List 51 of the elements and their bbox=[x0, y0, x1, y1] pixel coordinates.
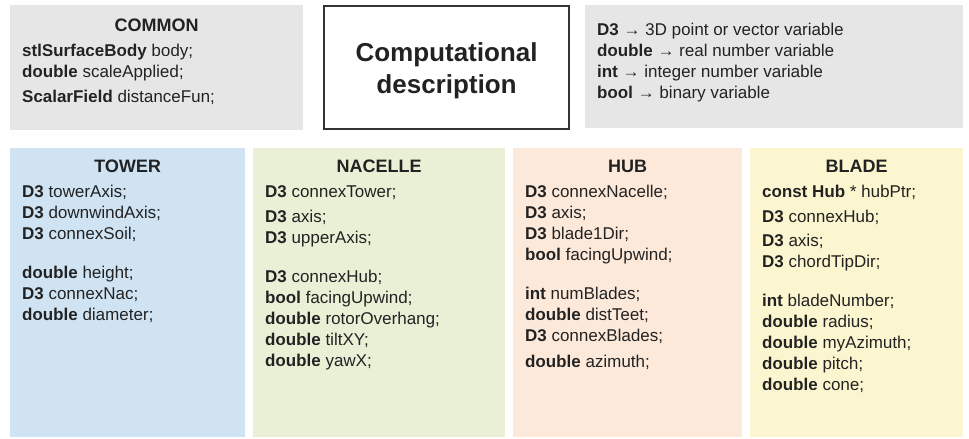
variable-declaration: double height; bbox=[22, 262, 134, 283]
section-heading: COMMON bbox=[114, 15, 200, 36]
variable-declaration: double pitch; bbox=[762, 353, 864, 374]
variable-declaration: D3 axis; bbox=[265, 206, 328, 227]
variable-declaration: double cone; bbox=[762, 374, 866, 395]
variable-declaration: D3 connexBlades; bbox=[525, 325, 664, 346]
section-panel bbox=[750, 148, 963, 437]
type-definition: bool → binary variable bbox=[597, 82, 771, 103]
variable-declaration: D3 connexHub; bbox=[762, 206, 880, 227]
variable-declaration: int numBlades; bbox=[525, 283, 642, 304]
variable-declaration: D3 blade1Dir; bbox=[525, 223, 630, 244]
section-panel bbox=[585, 5, 963, 128]
node-label: Computational description bbox=[354, 36, 538, 100]
section-heading: BLADE bbox=[824, 156, 888, 177]
type-definition: D3 → 3D point or vector variable bbox=[597, 19, 845, 40]
variable-declaration: double tiltXY; bbox=[265, 329, 370, 350]
variable-declaration: D3 upperAxis; bbox=[265, 227, 373, 248]
title-box bbox=[323, 5, 570, 130]
variable-declaration: D3 connexHub; bbox=[265, 266, 384, 287]
variable-declaration: ScalarField distanceFun; bbox=[22, 86, 216, 107]
variable-declaration: bool facingUpwind; bbox=[265, 287, 414, 308]
variable-declaration: double distTeet; bbox=[525, 304, 650, 325]
variable-declaration: int bladeNumber; bbox=[762, 290, 896, 311]
section-heading: TOWER bbox=[93, 156, 162, 177]
section-panel bbox=[10, 148, 245, 437]
variable-declaration: D3 axis; bbox=[525, 202, 588, 223]
variable-declaration: double rotorOverhang; bbox=[265, 308, 441, 329]
variable-declaration: stlSurfaceBody body; bbox=[22, 40, 194, 61]
section-panel bbox=[10, 5, 303, 130]
variable-declaration: double radius; bbox=[762, 311, 874, 332]
type-definition: int → integer number variable bbox=[597, 61, 824, 82]
variable-declaration: D3 chordTipDir; bbox=[762, 251, 882, 272]
variable-declaration: double azimuth; bbox=[525, 351, 651, 372]
variable-declaration: double diameter; bbox=[22, 304, 154, 325]
type-definition: double → real number variable bbox=[597, 40, 836, 61]
variable-declaration: D3 towerAxis; bbox=[22, 181, 128, 202]
section-panel bbox=[513, 148, 742, 437]
variable-declaration: double scaleApplied; bbox=[22, 61, 185, 82]
section-heading: HUB bbox=[607, 156, 648, 177]
variable-declaration: bool facingUpwind; bbox=[525, 244, 674, 265]
variable-declaration: D3 downwindAxis; bbox=[22, 202, 162, 223]
variable-declaration: D3 connexNac; bbox=[22, 283, 140, 304]
section-panel bbox=[253, 148, 505, 437]
variable-declaration: double myAzimuth; bbox=[762, 332, 912, 353]
variable-declaration: const Hub* hubPtr; bbox=[762, 181, 917, 202]
variable-declaration: D3 axis; bbox=[762, 230, 824, 251]
variable-declaration: double yawX; bbox=[265, 350, 373, 371]
variable-declaration: D3 connexNacelle; bbox=[525, 181, 669, 202]
variable-declaration: D3 connexTower; bbox=[265, 181, 398, 202]
variable-declaration: D3 connexSoil; bbox=[22, 223, 138, 244]
section-heading: NACELLE bbox=[336, 156, 422, 177]
